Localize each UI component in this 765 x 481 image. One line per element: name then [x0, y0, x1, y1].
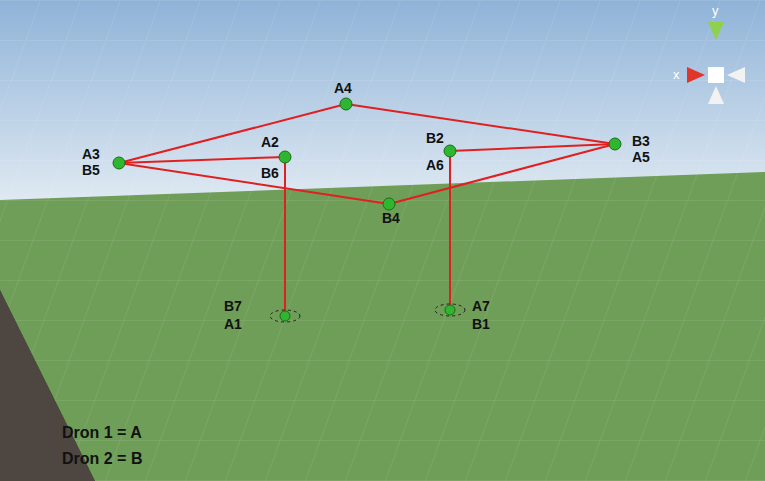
waypoint-label: B4 [382, 210, 400, 226]
legend-note: Dron 2 = B [62, 449, 142, 468]
waypoint-label: B1 [472, 316, 490, 332]
waypoint-label: A1 [224, 316, 242, 332]
axis-label: y [712, 3, 719, 19]
waypoint-label: B6 [261, 165, 279, 181]
waypoint-label: B5 [82, 162, 100, 178]
waypoint-label: B2 [426, 130, 444, 146]
waypoint-label: A2 [261, 134, 279, 150]
waypoint-label: A7 [472, 298, 490, 314]
waypoint-label: A6 [426, 157, 444, 173]
waypoint-label: A4 [334, 80, 352, 96]
waypoint-label: B3 [632, 133, 650, 149]
waypoint-label: B7 [224, 298, 242, 314]
waypoint-label: A3 [82, 146, 100, 162]
axis-label: x [673, 67, 680, 83]
legend-note: Dron 1 = A [62, 423, 142, 442]
waypoint-label: A5 [632, 149, 650, 165]
